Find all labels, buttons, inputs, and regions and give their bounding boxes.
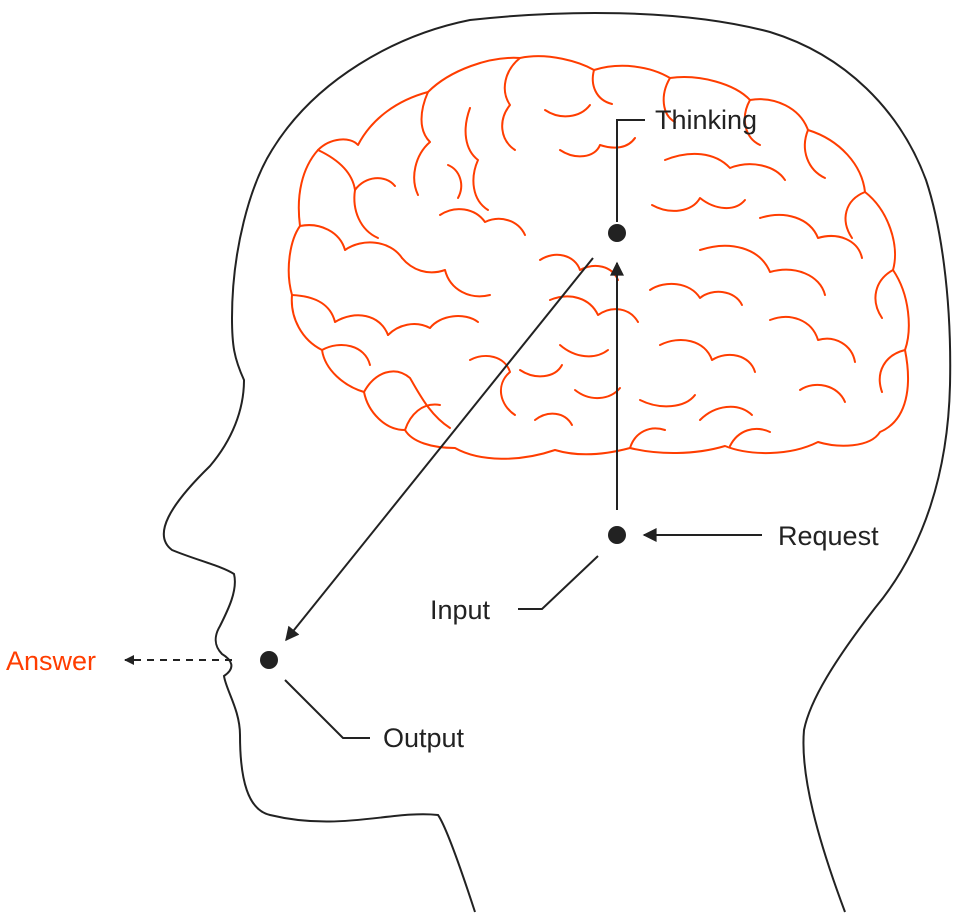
brain-fold <box>447 164 463 199</box>
brain <box>287 55 910 460</box>
brain-fold <box>544 104 591 118</box>
thinking-leader-line <box>616 119 645 222</box>
brain-fold <box>729 427 771 447</box>
brain-fold <box>353 189 379 239</box>
brain-fold <box>413 91 431 196</box>
brain-fold <box>464 107 489 211</box>
output-node <box>260 651 278 669</box>
brain-fold <box>299 224 403 259</box>
brain-fold <box>799 383 846 403</box>
brain-fold <box>878 349 906 393</box>
thinking-to-output-arrow <box>285 257 594 642</box>
brain-fold <box>574 387 621 399</box>
brain-fold <box>649 282 743 306</box>
brain-fold <box>501 57 521 151</box>
brain-fold <box>639 394 696 408</box>
brain-fold <box>651 197 746 212</box>
brain-fold <box>404 403 441 431</box>
brain-outline <box>287 55 910 460</box>
brain-fold <box>321 344 371 366</box>
brain-fold <box>534 412 573 426</box>
answer-label: Answer <box>6 646 96 676</box>
input-node <box>608 526 626 544</box>
brain-fold <box>659 339 756 373</box>
brain-fold <box>874 269 894 319</box>
output-label: Output <box>383 723 465 753</box>
input-label: Input <box>430 595 491 625</box>
brain-fold <box>401 257 491 298</box>
brain-fold <box>387 315 479 336</box>
head-outline <box>162 11 952 913</box>
brain-fold <box>469 355 516 416</box>
connectors <box>124 119 762 739</box>
brain-fold <box>743 99 761 146</box>
brain-fold <box>363 370 451 429</box>
brain-fold <box>844 191 866 239</box>
brain-fold <box>664 152 786 181</box>
brain-fold <box>662 77 676 123</box>
brain-fold <box>803 129 826 179</box>
brain-fold <box>549 295 639 323</box>
brain-fold <box>699 405 753 421</box>
brain-fold <box>629 427 666 449</box>
thinking-label: Thinking <box>655 105 757 135</box>
brain-fold <box>439 208 526 236</box>
brain-fold <box>769 315 856 363</box>
brain-fold <box>699 244 826 296</box>
brain-fold <box>559 137 636 158</box>
brain-fold <box>559 344 609 358</box>
brain-fold <box>759 213 863 259</box>
brain-fold <box>519 364 563 378</box>
thinking-node <box>608 224 626 242</box>
brain-fold <box>291 294 389 336</box>
brain-fold <box>317 149 396 191</box>
brain-fold <box>591 69 613 105</box>
output-leader-line <box>284 679 370 739</box>
input-leader-line <box>518 555 599 610</box>
request-label: Request <box>778 521 879 551</box>
